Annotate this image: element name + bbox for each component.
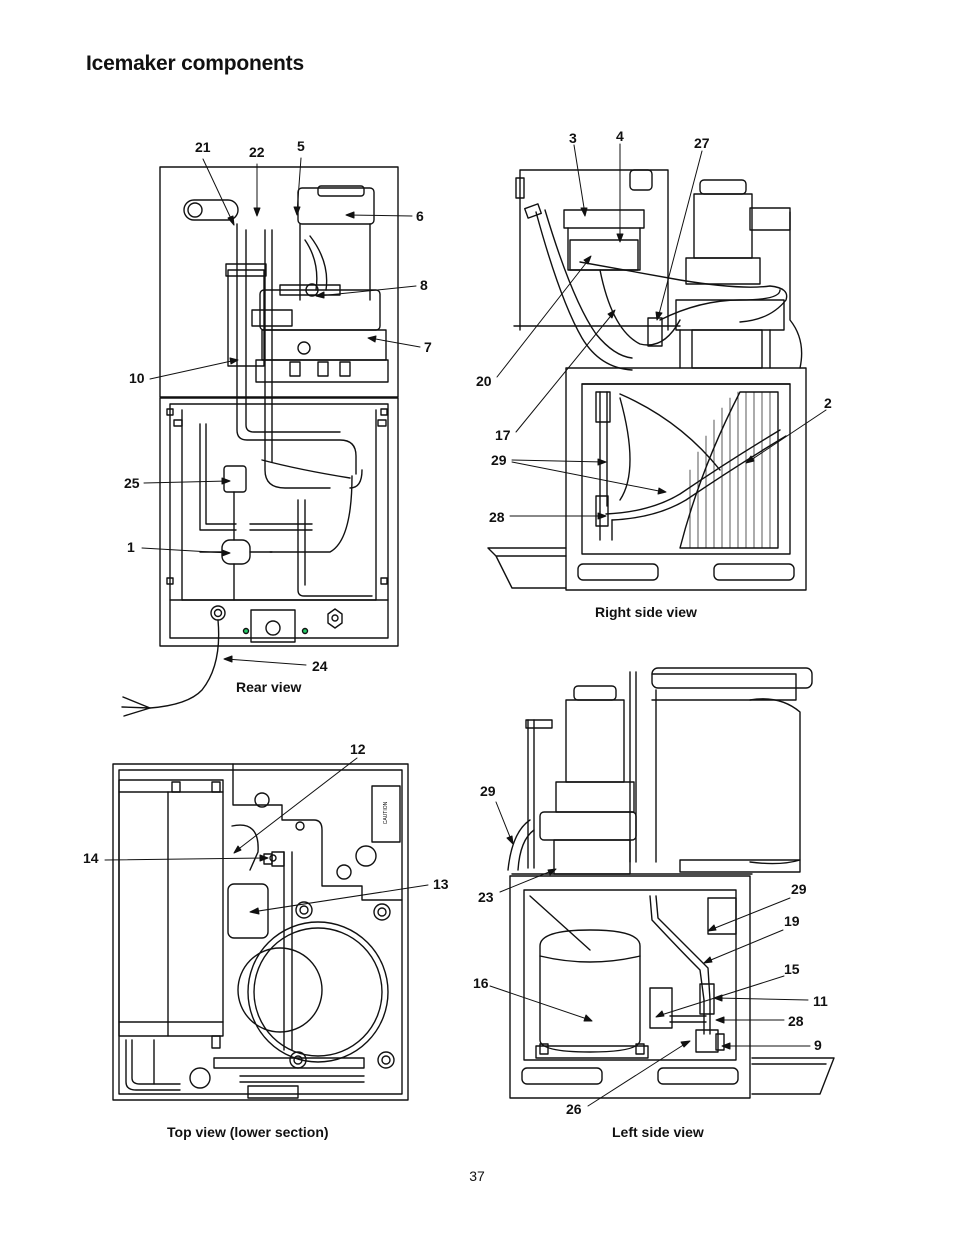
caption-rear-view: Rear view — [236, 679, 302, 695]
callout-3: 3 — [569, 130, 577, 146]
page-number: 37 — [469, 1168, 485, 1184]
callout-10: 10 — [129, 370, 145, 386]
callout-17: 17 — [495, 427, 511, 443]
callout-19: 19 — [784, 913, 800, 929]
caption-left-side-view: Left side view — [612, 1124, 704, 1140]
callout-12: 12 — [350, 741, 366, 757]
top-view-drawing — [112, 763, 409, 1101]
callout-5: 5 — [297, 138, 305, 154]
caution-label: CAUTION — [383, 801, 389, 825]
caption-right-side-view: Right side view — [595, 604, 697, 620]
callout-2: 2 — [824, 395, 832, 411]
callout-8: 8 — [420, 277, 428, 293]
callout-22: 22 — [249, 144, 265, 160]
callout-25: 25 — [124, 475, 140, 491]
callout-20: 20 — [476, 373, 492, 389]
callout-9: 9 — [814, 1037, 822, 1053]
callout-28: 28 — [489, 509, 505, 525]
rear-view-drawing — [121, 166, 399, 717]
callout-11: 11 — [813, 993, 828, 1009]
callout-24: 24 — [312, 658, 328, 674]
callout-29: 29 — [480, 783, 496, 799]
callout-28: 28 — [788, 1013, 804, 1029]
callout-4: 4 — [616, 128, 624, 144]
callout-29: 29 — [791, 881, 807, 897]
callout-21: 21 — [195, 139, 211, 155]
callout-15: 15 — [784, 961, 800, 977]
left-side-view-drawing — [507, 667, 835, 1099]
page-title: Icemaker components — [86, 52, 304, 75]
callout-14: 14 — [83, 850, 99, 866]
callout-1: 1 — [127, 539, 135, 555]
callout-13: 13 — [433, 876, 449, 892]
callout-26: 26 — [566, 1101, 582, 1117]
callout-29: 29 — [491, 452, 507, 468]
callout-leaders — [104, 143, 827, 1107]
callout-16: 16 — [473, 975, 489, 991]
callout-6: 6 — [416, 208, 424, 224]
callout-7: 7 — [424, 339, 432, 355]
caption-top-view: Top view (lower section) — [167, 1124, 329, 1140]
callout-27: 27 — [694, 135, 710, 151]
callout-23: 23 — [478, 889, 494, 905]
right-side-view-drawing — [487, 169, 807, 591]
